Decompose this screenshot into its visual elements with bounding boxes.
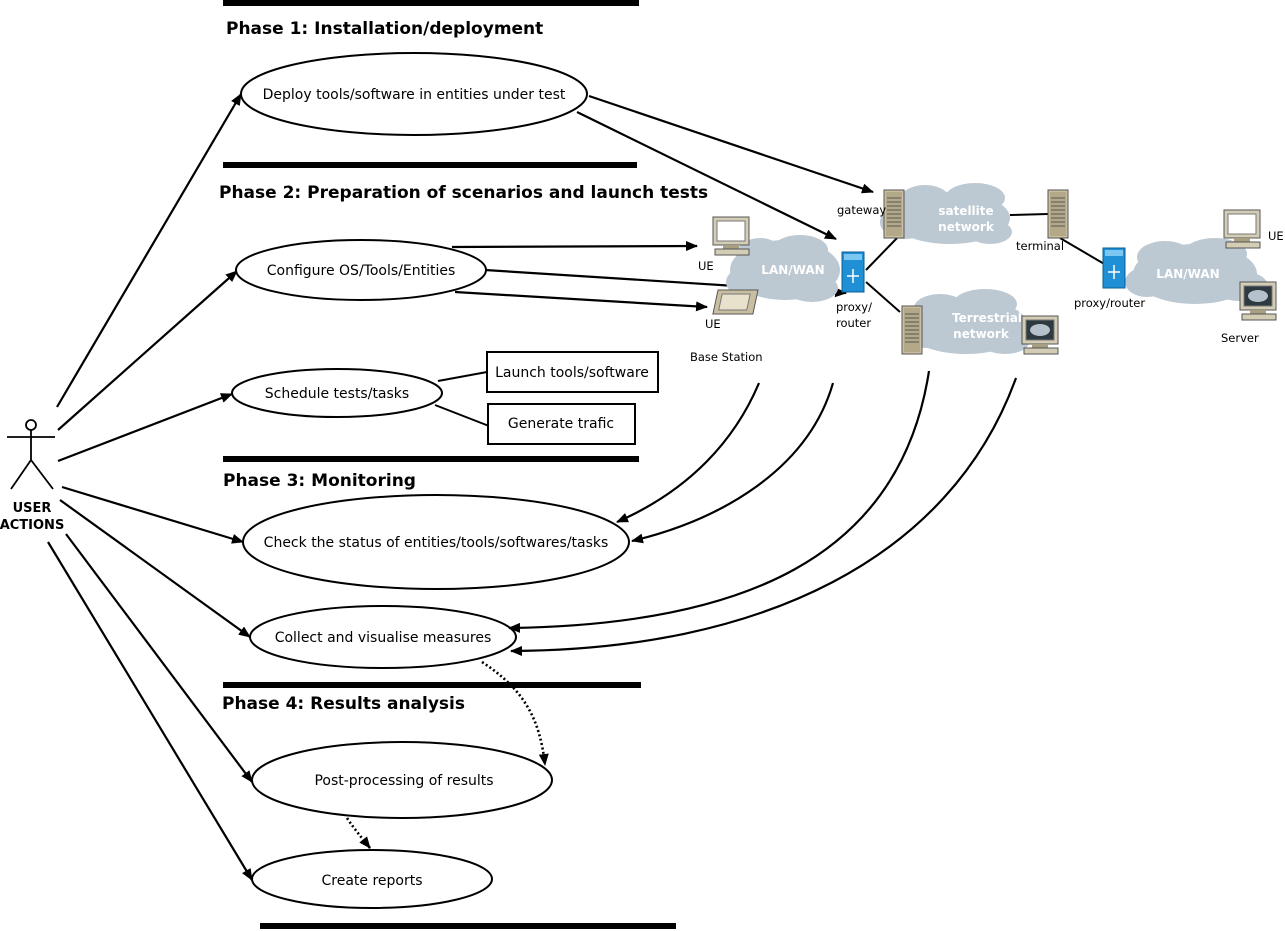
arrow-actor-configure	[57, 270, 238, 431]
link-schedule-generate	[434, 404, 490, 427]
terrestrial-network-label-1: Terrestrial	[952, 311, 1022, 325]
actor-label-line1: USER	[13, 501, 52, 516]
proxy-router-left-label-1: proxy/	[836, 300, 872, 314]
phase-bar-4	[223, 682, 641, 688]
use-case-schedule	[231, 368, 443, 418]
gateway-label: gateway	[837, 203, 886, 217]
task-launch-box	[486, 351, 659, 393]
phase-title-2: Phase 2: Preparation of scenarios and la…	[219, 183, 708, 203]
arrow-configure-ue-pc	[451, 241, 698, 252]
terrestrial-server-icon	[901, 305, 923, 355]
dotted-post-reports	[345, 817, 372, 849]
task-generate-box	[487, 403, 636, 445]
satellite-network-label-1: satellite	[938, 204, 993, 218]
use-case-post-processing-label: Post-processing of results	[314, 773, 493, 789]
arrow-actor-deploy	[56, 93, 242, 408]
arrow-terrestrial-collect	[508, 370, 931, 633]
phase-title-3: Phase 3: Monitoring	[223, 471, 416, 491]
link-terminal-proxy-right	[1059, 237, 1107, 266]
use-case-collect-label: Collect and visualise measures	[275, 630, 492, 646]
task-generate-label: Generate trafic	[508, 416, 614, 432]
arrow-deploy-lan	[576, 111, 837, 240]
lan-wan-left-cloud	[726, 235, 840, 302]
arrow-actor-collect	[59, 499, 251, 638]
satellite-network-cloud	[880, 183, 1012, 244]
satellite-network-label-2: network	[938, 220, 995, 234]
ue-tablet-label: UE	[705, 317, 721, 331]
arrow-actor-check-status	[61, 485, 244, 544]
arrow-actor-schedule	[57, 392, 233, 463]
terrestrial-network-label-2: network	[953, 327, 1010, 341]
phase-title-1: Phase 1: Installation/deployment	[226, 19, 543, 39]
task-launch-label: Launch tools/software	[495, 365, 649, 381]
use-case-reports	[251, 849, 493, 909]
link-proxy-terrestrial	[865, 281, 901, 313]
proxy-router-left-label-2: router	[836, 316, 871, 330]
use-case-check-status	[242, 494, 630, 590]
link-satellite-terminal	[1009, 213, 1049, 216]
arrow-terrestrial-pc-collect	[510, 377, 1018, 656]
phase-bar-2	[223, 162, 637, 168]
user-actor-icon	[7, 419, 55, 490]
proxy-router-right-icon	[1102, 247, 1126, 289]
lan-wan-right-label: LAN/WAN	[1156, 267, 1219, 281]
use-case-post-processing	[251, 741, 553, 819]
arrow-deploy-gateway	[588, 94, 874, 194]
phase-bar-1	[223, 0, 639, 6]
dotted-collect-post	[481, 660, 549, 766]
use-case-collect	[249, 605, 517, 669]
arrow-proxy-check	[631, 382, 835, 544]
lan-wan-left-label: LAN/WAN	[761, 263, 824, 277]
use-case-configure-label: Configure OS/Tools/Entities	[267, 263, 456, 279]
ue-pc-icon	[712, 216, 750, 256]
phase-bar-3	[223, 456, 639, 462]
phase-title-4: Phase 4: Results analysis	[222, 694, 465, 714]
use-case-deploy-label: Deploy tools/software in entities under …	[263, 87, 566, 103]
ue-tablet-icon	[712, 289, 759, 315]
server-right-icon	[1239, 281, 1277, 321]
actor-label-line2: ACTIONS	[0, 518, 64, 533]
ue-right-label: UE	[1268, 229, 1284, 243]
server-right-label: Server	[1221, 331, 1259, 345]
use-case-schedule-label: Schedule tests/tasks	[265, 386, 409, 402]
phase-bar-5	[260, 923, 676, 929]
ue-pc-label: UE	[698, 259, 714, 273]
base-station-label: Base Station	[690, 350, 763, 364]
ue-right-pc-icon	[1223, 209, 1261, 249]
terminal-label: terminal	[1016, 239, 1064, 253]
use-case-deploy	[240, 52, 588, 136]
link-schedule-launch	[437, 371, 488, 382]
use-case-check-status-label: Check the status of entities/tools/softw…	[264, 535, 609, 551]
gateway-server-icon	[883, 189, 905, 239]
arrow-actor-reports	[47, 541, 253, 881]
arrow-actor-post-processing	[65, 533, 253, 783]
use-case-reports-label: Create reports	[321, 873, 422, 889]
proxy-router-right-label: proxy/router	[1074, 296, 1145, 310]
arrow-configure-ue-tablet	[454, 290, 708, 312]
terrestrial-pc-icon	[1021, 315, 1059, 355]
terminal-server-icon	[1047, 189, 1069, 239]
link-proxy-gateway	[865, 237, 898, 271]
proxy-router-left-icon	[841, 251, 865, 293]
arrow-base-station-check	[616, 382, 761, 524]
